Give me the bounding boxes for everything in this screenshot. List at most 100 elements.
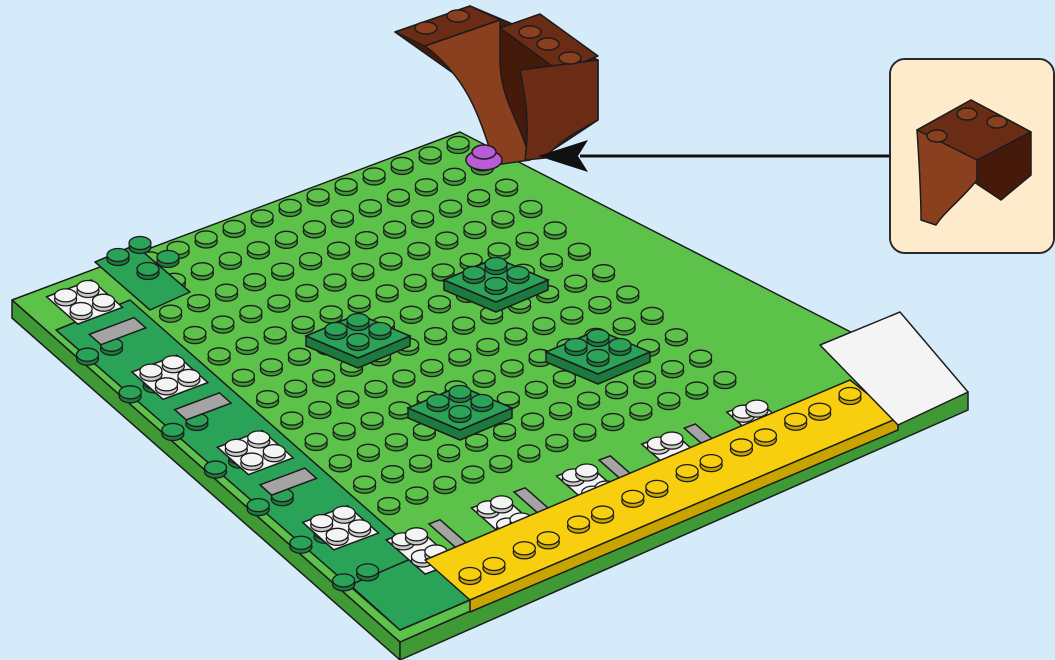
stud-top [333, 574, 355, 587]
grass-stud [329, 455, 351, 472]
stud-top [352, 264, 374, 277]
grass-stud [593, 265, 615, 282]
grass-stud [436, 232, 458, 249]
stud-top [251, 210, 273, 223]
grass-stud [356, 232, 378, 249]
stud-top [617, 286, 639, 299]
stud-top [449, 406, 471, 419]
grass-stud [404, 274, 426, 291]
grass-stud [540, 254, 562, 271]
trunk-stud [537, 38, 559, 50]
stud-top [219, 252, 241, 265]
stud-top [160, 305, 182, 318]
stud-top [462, 466, 484, 479]
white-stud [333, 506, 355, 523]
grass-stud [378, 498, 400, 515]
grass-stud [279, 199, 301, 216]
stud-top [272, 263, 294, 276]
stud-top [589, 297, 611, 310]
stud-top [155, 378, 177, 391]
white-stud [326, 528, 348, 545]
grass-stud [303, 221, 325, 238]
stud-top [275, 231, 297, 244]
stud-top [785, 413, 807, 426]
stud-top [537, 532, 559, 545]
grass-stud [477, 339, 499, 356]
grass-stud [208, 348, 230, 365]
grass-stud [219, 252, 241, 269]
grass-stud [354, 476, 376, 493]
stud-top [328, 242, 350, 255]
stud-top [391, 157, 413, 170]
grass-stud [505, 328, 527, 345]
grass-stud [331, 210, 353, 227]
stud-top [622, 490, 644, 503]
grass-stud [251, 210, 273, 227]
stud-top [140, 364, 162, 377]
stud-top [468, 190, 490, 203]
stud-top [354, 476, 376, 489]
stud-top [279, 199, 301, 212]
dark-green-stud [357, 564, 379, 581]
stud-top [425, 328, 447, 341]
stud-top [491, 496, 513, 509]
trunk-stud [519, 26, 541, 38]
grass-stud [382, 466, 404, 483]
stud-top [809, 403, 831, 416]
grass-stud [490, 456, 512, 473]
grass-stud [188, 295, 210, 312]
stud-top [592, 506, 614, 519]
stud-top [305, 433, 327, 446]
yellow-stud [700, 455, 722, 472]
stud-top [421, 360, 443, 373]
dark-green-stud [325, 323, 347, 340]
stud-top [459, 568, 481, 581]
stud-top [232, 369, 254, 382]
stud-top [427, 395, 449, 408]
grass-stud [443, 168, 465, 185]
stud-top [516, 232, 538, 245]
arch-stud [927, 130, 947, 142]
stud-top [331, 210, 353, 223]
grass-stud [296, 285, 318, 302]
grass-stud [520, 201, 542, 218]
stud-top [443, 168, 465, 181]
grass-stud [525, 381, 547, 398]
grass-stud [574, 424, 596, 441]
stud-top [257, 391, 279, 404]
stud-top [544, 222, 566, 235]
stud-top [248, 431, 270, 444]
stud-top [700, 455, 722, 468]
stud-top [178, 369, 200, 382]
stud-top [347, 314, 369, 327]
stud-top [244, 274, 266, 287]
dark-green-stud [369, 323, 391, 340]
grass-stud [387, 189, 409, 206]
grass-stud [468, 190, 490, 207]
stud-top [485, 278, 507, 291]
stud-top [404, 274, 426, 287]
grass-stud [191, 263, 213, 280]
stud-top [205, 461, 227, 474]
stud-top [602, 414, 624, 427]
yellow-stud [459, 568, 481, 585]
stud-top [408, 243, 430, 256]
stud-top [363, 168, 385, 181]
stud-top [488, 243, 510, 256]
stud-top [333, 423, 355, 436]
stud-top [382, 466, 404, 479]
stud-top [587, 350, 609, 363]
grass-stud [236, 337, 258, 354]
grass-stud [630, 403, 652, 420]
stud-top [477, 339, 499, 352]
grass-stud [518, 445, 540, 462]
grass-stud [359, 200, 381, 217]
trunk-stud [559, 52, 581, 64]
stud-top [313, 370, 335, 383]
dark-green-stud [449, 386, 471, 403]
stud-top [347, 334, 369, 347]
stud-top [686, 382, 708, 395]
grass-stud [561, 307, 583, 324]
stud-top [247, 242, 269, 255]
grass-stud [410, 455, 432, 472]
